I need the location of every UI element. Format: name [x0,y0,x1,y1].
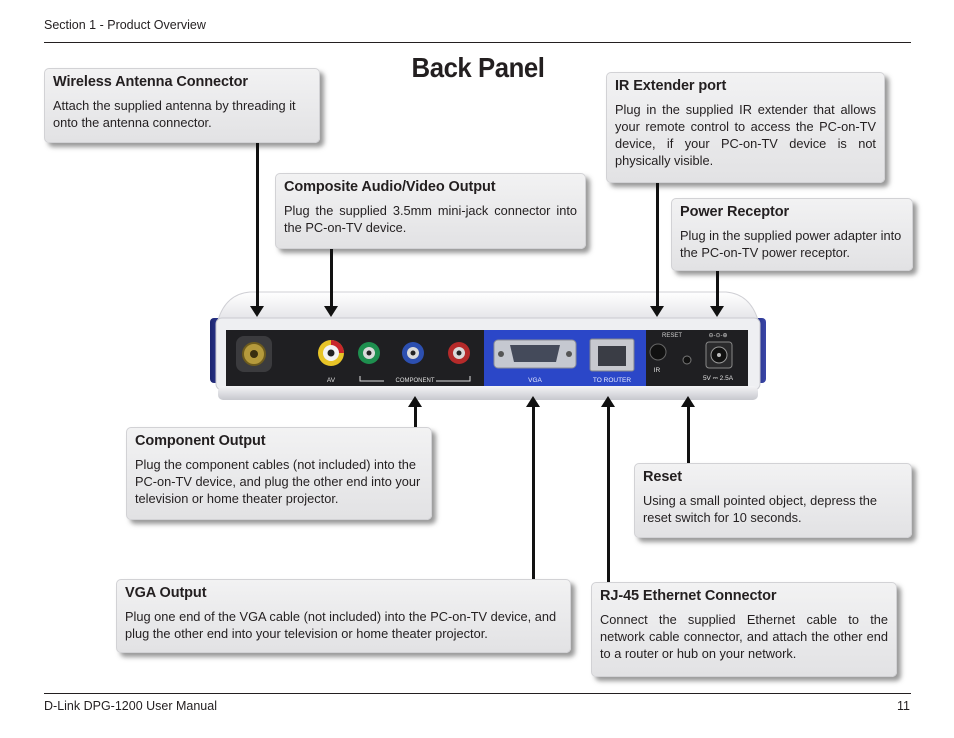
section-header: Section 1 - Product Overview [44,18,206,32]
arrow-power-tip [710,306,724,317]
arrow-ir [656,183,659,306]
callout-composite-output: Composite Audio/Video Output Plug the su… [275,173,586,249]
arrow-rj45 [607,407,610,582]
av-jack-hole [327,349,335,357]
page-number: 11 [897,699,910,713]
arrow-wireless-tip [250,306,264,317]
callout-power-receptor: Power Receptor Plug in the supplied powe… [671,198,913,271]
callout-title: Composite Audio/Video Output [284,179,496,195]
label-component: COMPONENT [396,378,435,384]
component-green-pin [366,350,372,356]
callout-title: Power Receptor [680,204,789,220]
arrow-rj45-tip [601,396,615,407]
arrow-wireless [256,143,259,306]
arrow-vga-tip [526,396,540,407]
callout-title: RJ-45 Ethernet Connector [600,588,777,604]
ir-port [649,343,667,361]
label-ir: IR [654,367,661,374]
arrow-ir-tip [650,306,664,317]
power-polarity-icon: ⊖-⊙-⊕ [708,333,727,339]
arrow-component-tip [408,396,422,407]
callout-title: Reset [643,469,682,485]
header-rule [44,42,911,43]
arrow-power [716,271,719,306]
callout-title: Wireless Antenna Connector [53,74,248,90]
arrow-vga [532,407,535,579]
callout-body: Plug in the supplied power adapter into … [680,228,902,260]
component-blue-pin [410,350,416,356]
arrow-component [414,407,417,427]
callout-body: Attach the supplied antenna by threading… [53,98,296,130]
callout-wireless-antenna: Wireless Antenna Connector Attach the su… [44,68,320,143]
component-bracket [359,376,471,382]
callout-title: IR Extender port [615,78,727,94]
arrow-composite [330,249,333,306]
power-jack-pin [717,353,721,357]
component-red-pin [456,350,462,356]
callout-body: Connect the supplied Ethernet cable to t… [600,612,888,661]
arrow-reset-tip [681,396,695,407]
label-to-router: TO ROUTER [593,377,631,384]
label-reset: RESET [662,333,682,339]
callout-body: Plug the supplied 3.5mm mini-jack connec… [284,203,577,235]
callout-reset: Reset Using a small pointed object, depr… [634,463,912,538]
arrow-reset [687,407,690,463]
callout-body: Plug the component cables (not included)… [135,457,421,506]
page-title: Back Panel [411,52,545,83]
antenna-pin [250,350,258,358]
callout-title: VGA Output [125,585,207,601]
label-av: AV [327,377,336,384]
callout-body: Plug in the supplied IR extender that al… [615,102,876,168]
callout-body: Using a small pointed object, depress th… [643,493,878,525]
callout-ir-extender: IR Extender port Plug in the supplied IR… [606,72,885,183]
device-top [217,291,759,321]
vga-port [510,345,560,362]
reset-hole [682,355,692,365]
vga-screw-right [566,351,572,357]
arrow-composite-tip [324,306,338,317]
footer-manual-title: D-Link DPG-1200 User Manual [44,699,217,713]
device-back-panel: AV COMPONENT VGA TO ROUTER RESET IR ⊖-⊙-… [210,291,766,400]
rj45-port [598,346,626,366]
label-power: 5V ⎓ 2.5A [703,375,734,382]
callout-component-output: Component Output Plug the component cabl… [126,427,432,520]
footer-rule [44,693,911,694]
callout-title: Component Output [135,433,266,449]
device-base [218,386,758,400]
vga-screw-left [498,351,504,357]
callout-body: Plug one end of the VGA cable (not inclu… [125,609,557,641]
callout-rj45-ethernet: RJ-45 Ethernet Connector Connect the sup… [591,582,897,677]
label-vga: VGA [528,377,542,384]
callout-vga-output: VGA Output Plug one end of the VGA cable… [116,579,571,653]
